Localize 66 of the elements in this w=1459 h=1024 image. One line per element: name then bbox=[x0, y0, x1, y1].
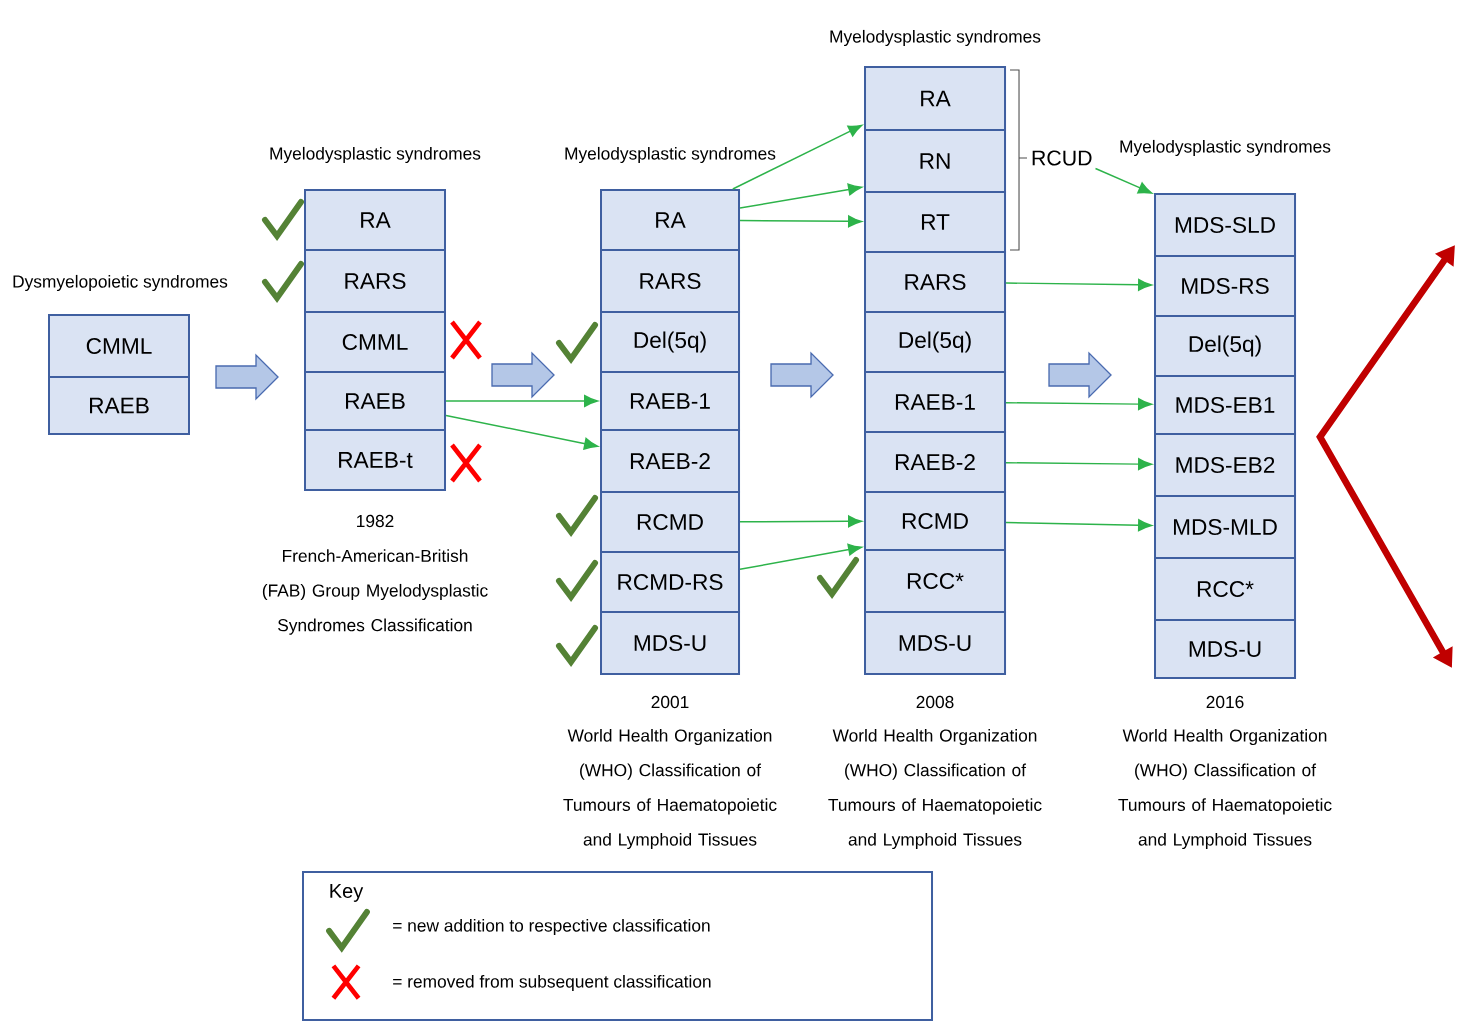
classification-box: MDS-SLD bbox=[1154, 193, 1296, 257]
group-label: RCUD bbox=[1032, 150, 1092, 166]
arrow bbox=[445, 414, 599, 450]
node-label: 2001 bbox=[651, 695, 689, 709]
block-arrow bbox=[770, 351, 834, 399]
classification-box: CMML bbox=[304, 311, 446, 373]
classification-box: RARS bbox=[864, 251, 1006, 313]
classification-box: RCMD-RS bbox=[600, 551, 740, 613]
classification-box: MDS-U bbox=[600, 611, 740, 675]
classification-box: MDS-U bbox=[1154, 619, 1296, 679]
heading: Myelodysplastic syndromes bbox=[830, 29, 1041, 47]
classification-box: RCC* bbox=[1154, 557, 1296, 621]
key-heading: Key bbox=[330, 884, 364, 902]
legend-text: = new addition to respective classification bbox=[393, 918, 710, 936]
classification-box: RCMD bbox=[600, 491, 740, 553]
classification-box: RA bbox=[600, 189, 740, 251]
node-label: 2008 bbox=[916, 695, 954, 709]
classification-box: RARS bbox=[600, 249, 740, 313]
node-label: 1982 bbox=[357, 514, 394, 528]
arrow bbox=[1094, 167, 1153, 194]
classification-box: CMML bbox=[48, 314, 190, 378]
classification-box: RA bbox=[304, 189, 446, 251]
arrow bbox=[1005, 398, 1152, 411]
node-label: French-American-British (FAB) Group Myelodysplastic Syndromes Classification bbox=[262, 549, 488, 635]
block-arrow bbox=[1048, 351, 1112, 399]
arrow bbox=[739, 543, 863, 571]
arrow bbox=[732, 124, 863, 190]
classification-box: RAEB-2 bbox=[600, 429, 740, 493]
classification-box: RN bbox=[864, 129, 1006, 193]
block-arrow bbox=[491, 351, 555, 399]
arrow bbox=[1005, 519, 1152, 532]
classification-box: RAEB-1 bbox=[864, 371, 1006, 433]
arrow bbox=[445, 394, 598, 408]
classification-box: RA bbox=[864, 66, 1006, 131]
heading: Myelodysplastic syndromes bbox=[270, 146, 481, 164]
arrow bbox=[1005, 278, 1152, 291]
classification-box: MDS-EB2 bbox=[1154, 433, 1296, 497]
classification-box: Del(5q) bbox=[600, 311, 740, 373]
classification-box: Del(5q) bbox=[1154, 315, 1296, 377]
classification-box: RAEB-1 bbox=[600, 371, 740, 431]
heading: Myelodysplastic syndromes bbox=[1120, 139, 1331, 157]
classification-box: RCMD bbox=[864, 491, 1006, 551]
arrow bbox=[739, 183, 863, 209]
heading: Dysmyelopoietic syndromes bbox=[13, 274, 228, 292]
classification-box: RCC* bbox=[864, 549, 1006, 613]
classification-box: RAEB bbox=[304, 371, 446, 431]
heading: Myelodysplastic syndromes bbox=[565, 146, 776, 164]
node-label: World Health Organization (WHO) Classification of Tumours of Haematopoietic and Lymphoid Tissues bbox=[1118, 728, 1332, 850]
node-label: World Health Organization (WHO) Classification of Tumours of Haematopoietic and Lymphoid Tissues bbox=[563, 728, 777, 850]
arrow bbox=[739, 515, 862, 528]
arrow bbox=[739, 215, 862, 228]
legend-text: = removed from subsequent classification bbox=[393, 974, 711, 992]
classification-box: RAEB bbox=[48, 376, 190, 435]
classification-box: RARS bbox=[304, 249, 446, 313]
arrow bbox=[1005, 458, 1152, 471]
node-label: 2016 bbox=[1206, 695, 1244, 709]
classification-box: Del(5q) bbox=[864, 311, 1006, 373]
classification-box: RAEB-2 bbox=[864, 431, 1006, 493]
classification-box: MDS-U bbox=[864, 611, 1006, 675]
classification-box: MDS-RS bbox=[1154, 255, 1296, 317]
classification-box: MDS-EB1 bbox=[1154, 375, 1296, 435]
block-arrow bbox=[215, 353, 279, 401]
node-label: World Health Organization (WHO) Classification of Tumours of Haematopoietic and Lymphoid Tissues bbox=[828, 728, 1042, 850]
classification-box: RAEB-t bbox=[304, 429, 446, 491]
classification-box: MDS-MLD bbox=[1154, 495, 1296, 559]
classification-box: RT bbox=[864, 191, 1006, 253]
